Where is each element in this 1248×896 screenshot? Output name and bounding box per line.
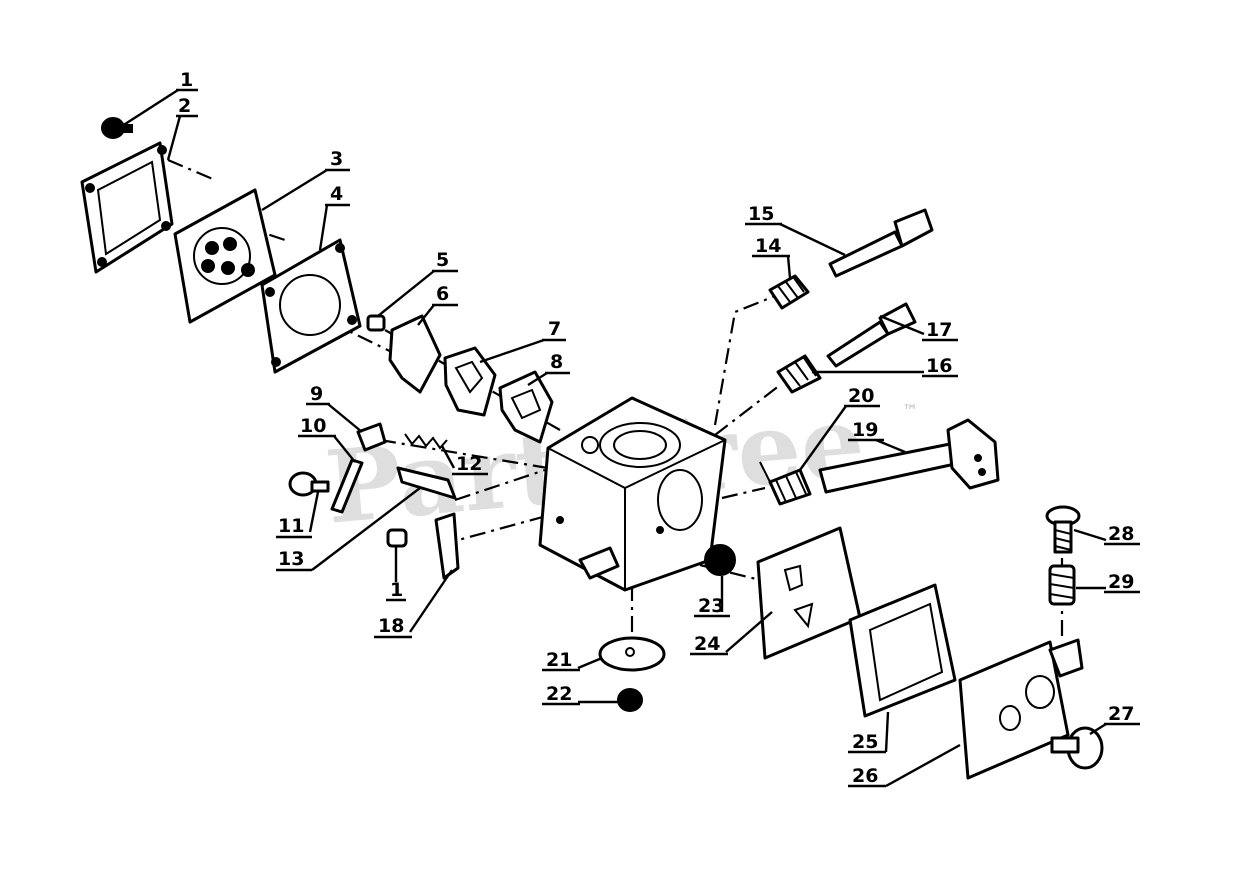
callout-12: 12: [440, 445, 488, 476]
part-19-throttle-shaft: [818, 418, 1000, 494]
part-6-plate: [388, 314, 442, 394]
part-26-cover: [958, 638, 1084, 780]
svg-text:21: 21: [546, 649, 572, 671]
svg-text:22: 22: [546, 683, 572, 705]
svg-text:28: 28: [1108, 523, 1134, 545]
svg-text:10: 10: [300, 415, 326, 437]
callout-9: 9: [306, 383, 363, 433]
part-10-pin: [330, 458, 364, 514]
watermark-trademark: ™: [902, 401, 918, 420]
callout-21: 21: [542, 649, 603, 672]
svg-text:8: 8: [550, 351, 563, 373]
part-15-needle: [828, 208, 934, 278]
callout-4: 4: [318, 183, 350, 251]
callout-15: 15: [745, 203, 846, 257]
callout-24: 24: [690, 611, 773, 656]
callout-28: 28: [1073, 523, 1140, 546]
svg-text:5: 5: [436, 249, 449, 271]
svg-text:29: 29: [1108, 571, 1134, 593]
svg-text:6: 6: [436, 283, 449, 305]
svg-text:27: 27: [1108, 703, 1134, 725]
callout-29: 29: [1076, 571, 1140, 594]
part-1-screw: [101, 117, 133, 139]
svg-text:1: 1: [390, 579, 403, 601]
callout-19: 19: [848, 419, 906, 454]
part-24-diaphragm: [756, 526, 862, 660]
callout-18: 18: [374, 569, 453, 639]
callout-1b: 1: [386, 546, 406, 602]
callout-16: 16: [812, 355, 958, 378]
svg-text:9: 9: [310, 383, 323, 405]
svg-text:26: 26: [852, 765, 878, 787]
svg-text:24: 24: [694, 633, 720, 655]
svg-text:16: 16: [926, 355, 952, 377]
part-9-needle-valve: [356, 422, 387, 452]
callout-13: 13: [276, 487, 421, 572]
callout-7: 7: [479, 318, 566, 364]
part-11-screw: [288, 471, 330, 497]
svg-text:15: 15: [748, 203, 774, 225]
callout-8: 8: [527, 351, 570, 387]
svg-text:18: 18: [378, 615, 404, 637]
part-4-gasket: [260, 238, 362, 374]
part-29-spring: [1048, 564, 1076, 606]
svg-text:13: 13: [278, 548, 304, 570]
part-14-spring: [768, 274, 810, 310]
callout-14: 14: [752, 235, 792, 279]
part-8-gasket: [498, 370, 554, 444]
svg-text:4: 4: [330, 183, 343, 205]
svg-text:14: 14: [755, 235, 781, 257]
callout-5: 5: [377, 249, 458, 317]
svg-text:23: 23: [698, 595, 724, 617]
part-18-clip: [434, 512, 460, 580]
part-2-pump-cover: [80, 141, 174, 274]
carburetor-body: [538, 396, 727, 592]
part-23-screen: [704, 544, 736, 576]
callout-3: 3: [261, 148, 350, 212]
callout-27: 27: [1089, 703, 1140, 736]
part-27-screw: [1050, 726, 1104, 770]
svg-text:12: 12: [456, 453, 482, 475]
callout-17: 17: [879, 314, 958, 342]
callout-23: 23: [694, 576, 730, 618]
callout-26: 26: [848, 743, 961, 788]
svg-text:1: 1: [180, 69, 193, 91]
svg-text:3: 3: [330, 148, 343, 170]
part-12-spring: [404, 433, 448, 450]
svg-text:19: 19: [852, 419, 878, 441]
callout-1: 1: [121, 69, 198, 128]
svg-text:2: 2: [178, 95, 191, 117]
part-5-plug: [366, 314, 386, 332]
callout-6: 6: [417, 283, 458, 326]
part-13-lever: [396, 466, 457, 500]
callout-10: 10: [298, 415, 356, 463]
svg-text:17: 17: [926, 319, 952, 341]
part-21-disc: [598, 636, 666, 672]
part-20-spring: [759, 461, 812, 506]
part-28-screw: [1045, 505, 1081, 554]
callouts: 1 2 3 4 5 6 7: [121, 69, 1140, 788]
svg-text:11: 11: [278, 515, 304, 537]
callout-25: 25: [848, 711, 890, 754]
svg-text:25: 25: [852, 731, 878, 753]
part-1b-screw: [386, 528, 408, 548]
callout-11: 11: [276, 491, 320, 539]
part-7-gasket: [443, 346, 497, 417]
part-22-screw: [617, 688, 643, 712]
svg-text:7: 7: [548, 318, 561, 340]
part-3-pump-diaphragm: [173, 188, 277, 324]
callout-20: 20: [799, 385, 880, 471]
callout-22: 22: [542, 683, 618, 706]
part-25-gasket: [848, 583, 957, 718]
part-17-needle: [826, 302, 917, 368]
svg-text:20: 20: [848, 385, 874, 407]
callout-2: 2: [166, 95, 198, 161]
